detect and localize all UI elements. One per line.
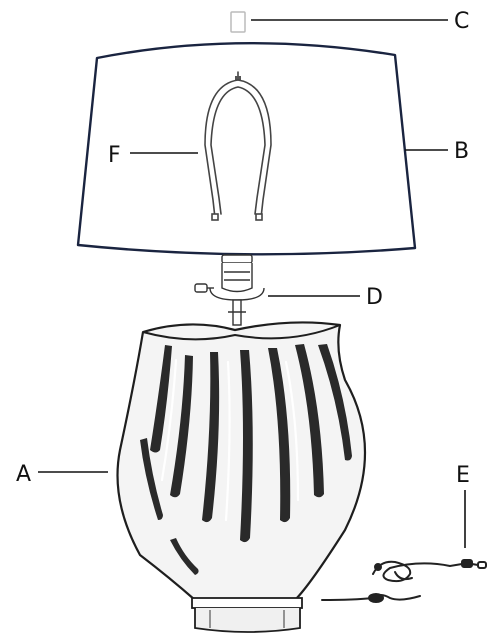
label-d: D [366,285,383,310]
lamp-shade-icon [78,43,415,254]
power-cord-icon [322,560,486,602]
socket-icon [195,255,264,325]
label-b: B [454,139,469,164]
label-e: E [456,463,470,488]
lamp-base-icon [118,322,366,632]
label-a: A [16,462,31,487]
label-c: C [454,9,469,34]
label-f: F [108,143,121,168]
finial-icon [231,12,245,32]
